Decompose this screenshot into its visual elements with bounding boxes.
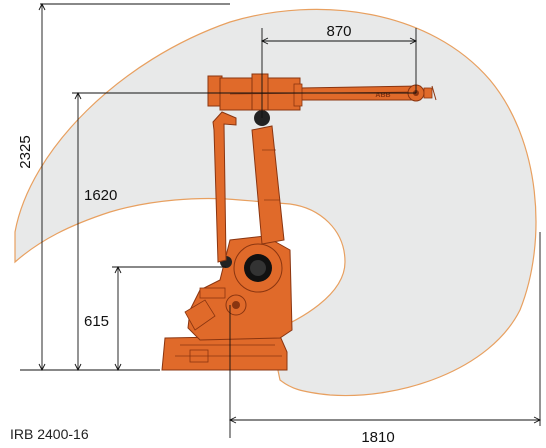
abb-logo: ABB bbox=[375, 92, 390, 99]
robot-body bbox=[184, 235, 293, 341]
dim-1620-label: 1620 bbox=[84, 187, 117, 204]
dimension-lines bbox=[20, 2, 542, 438]
model-caption: IRB 2400-16 bbox=[10, 426, 89, 442]
robot-upper-arm: ABB bbox=[207, 73, 437, 111]
dim-615-label: 615 bbox=[84, 313, 109, 330]
dim-1810-label: 1810 bbox=[361, 429, 394, 446]
dim-2325-label: 2325 bbox=[17, 135, 34, 168]
robot-base bbox=[161, 335, 288, 371]
dim-870-label: 870 bbox=[326, 23, 351, 40]
robot-link-rod bbox=[212, 111, 237, 263]
